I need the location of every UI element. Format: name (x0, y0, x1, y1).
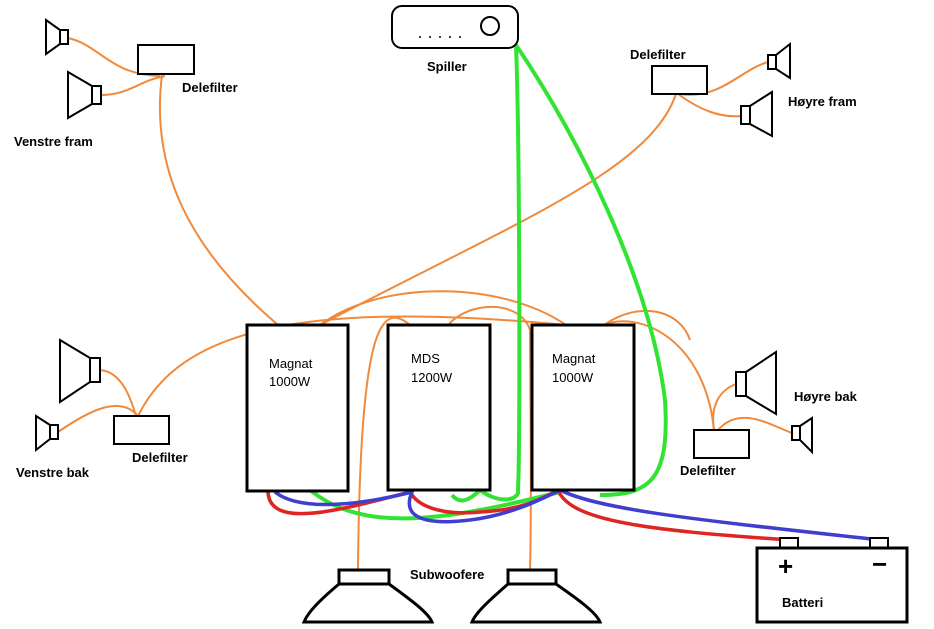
crossover-rear-right: Delefilter (680, 429, 750, 478)
wire-front-left-woofer (99, 75, 166, 96)
wire-rear-right-to-amp (603, 320, 715, 431)
crossover-front-left: Delefilter (137, 44, 238, 95)
wire-amp-bridge (319, 290, 567, 326)
front-left-speakers-label: Venstre fram (14, 134, 93, 149)
battery-label: Batteri (782, 595, 823, 610)
rear-left-tweeter-icon (35, 414, 59, 453)
rca-to-mds (450, 44, 522, 503)
rear-right-speakers-label: Høyre bak (794, 389, 858, 404)
amplifier-1-name: Magnat (269, 356, 313, 371)
positive-wire (266, 487, 791, 542)
battery: + − Batteri (755, 537, 909, 624)
subwoofer-left-icon (301, 568, 435, 624)
crossover-front-right: Delefilter (630, 47, 708, 95)
wire-sub-left (357, 316, 411, 571)
rear-right-tweeter-icon (791, 416, 813, 455)
amplifier-2: MDS 1200W (386, 323, 492, 492)
amplifier-3-name: Magnat (552, 351, 596, 366)
rear-left-speakers-label: Venstre bak (16, 465, 90, 480)
player-label: Spiller (427, 59, 467, 74)
wire-amp3-loop (603, 309, 691, 341)
amplifier-2-name: MDS (411, 351, 440, 366)
battery-plus-icon: + (778, 551, 793, 581)
rear-left-woofer-icon (59, 338, 101, 404)
front-right-speakers-label: Høyre fram (788, 94, 857, 109)
wire-front-right-to-amp (319, 93, 677, 326)
rear-right-woofer-icon (735, 350, 777, 416)
crossover-rear-right-label: Delefilter (680, 463, 736, 478)
amplifier-3: Magnat 1000W (530, 323, 636, 492)
crossover-front-left-label: Delefilter (182, 80, 238, 95)
volume-knob-icon (480, 16, 500, 36)
battery-minus-icon: − (872, 549, 887, 579)
crossover-rear-left: Delefilter (113, 415, 188, 465)
power-wires (266, 487, 881, 542)
front-right-tweeter-icon (767, 41, 791, 80)
wire-front-right-woofer (677, 93, 743, 118)
subwoofer-right-icon (469, 568, 603, 624)
wire-rear-left-to-amp (137, 315, 567, 417)
negative-wire (273, 488, 881, 542)
subwoofers-label: Subwoofere (410, 567, 484, 582)
crossover-rear-left-label: Delefilter (132, 450, 188, 465)
wire-rear-left-woofer (97, 369, 137, 417)
front-left-woofer-icon (67, 70, 102, 120)
wire-rear-right-tweeter (717, 416, 793, 434)
amplifier-2-power: 1200W (411, 370, 453, 385)
wire-front-left-to-amp (158, 74, 279, 326)
wire-rear-left-tweeter (57, 404, 139, 433)
amplifier-1: Magnat 1000W (245, 323, 350, 493)
crossover-front-right-label: Delefilter (630, 47, 686, 62)
amplifier-1-power: 1000W (269, 374, 311, 389)
rca-to-magnat-right (514, 43, 668, 497)
amplifier-3-power: 1000W (552, 370, 594, 385)
front-right-woofer-icon (740, 90, 773, 138)
front-left-tweeter-icon (45, 18, 69, 56)
head-unit-player: Spiller (391, 5, 519, 74)
